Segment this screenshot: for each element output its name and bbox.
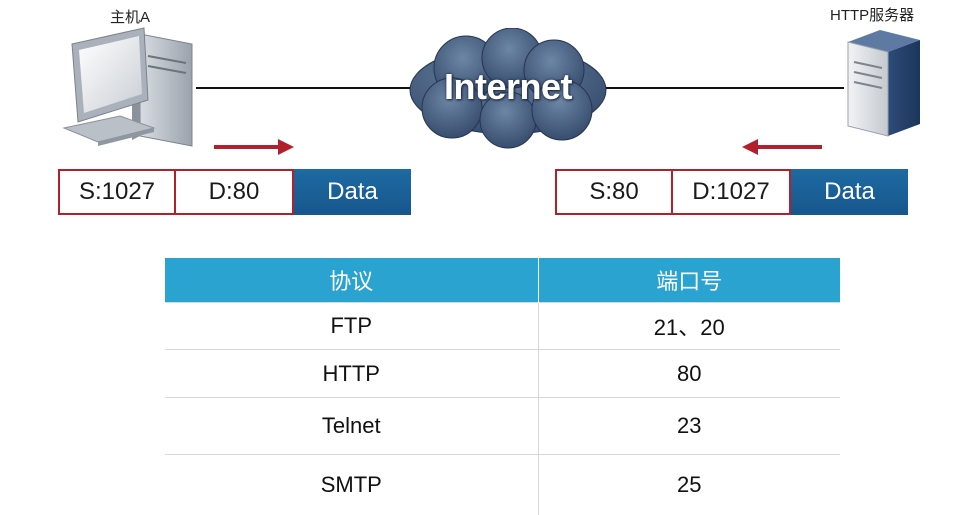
source-port-cell: S:1027 [58, 169, 176, 215]
dest-port-cell: D:80 [176, 169, 294, 215]
table-row: FTP 21、20 [165, 303, 840, 350]
header-protocol: 协议 [165, 258, 538, 303]
protocol-cell: SMTP [165, 455, 538, 515]
protocol-cell: FTP [165, 303, 538, 350]
data-cell: Data [294, 169, 411, 215]
protocol-cell: HTTP [165, 350, 538, 398]
internet-label: Internet [404, 66, 612, 108]
port-cell: 23 [538, 398, 840, 455]
header-port: 端口号 [538, 258, 840, 303]
protocol-cell: Telnet [165, 398, 538, 455]
network-link-left [196, 87, 410, 89]
dest-port-cell: D:1027 [673, 169, 791, 215]
table-row: SMTP 25 [165, 455, 840, 515]
packet-server-to-client: S:80 D:1027 Data [555, 169, 908, 215]
host-computer-icon [62, 24, 196, 152]
server-label: HTTP服务器 [830, 4, 914, 25]
packet-client-to-server: S:1027 D:80 Data [58, 169, 411, 215]
port-cell: 80 [538, 350, 840, 398]
port-cell: 25 [538, 455, 840, 515]
source-port-cell: S:80 [555, 169, 673, 215]
server-icon [836, 26, 922, 138]
port-cell: 21、20 [538, 303, 840, 350]
table-header-row: 协议 端口号 [165, 258, 840, 303]
arrow-right-icon [212, 136, 296, 158]
table-row: Telnet 23 [165, 398, 840, 455]
data-cell: Data [791, 169, 908, 215]
protocol-port-table: 协议 端口号 FTP 21、20 HTTP 80 Telnet 23 SMTP … [165, 258, 840, 515]
table-row: HTTP 80 [165, 350, 840, 398]
network-link-right [606, 87, 844, 89]
arrow-left-icon [740, 136, 824, 158]
internet-cloud: Internet [404, 28, 612, 150]
